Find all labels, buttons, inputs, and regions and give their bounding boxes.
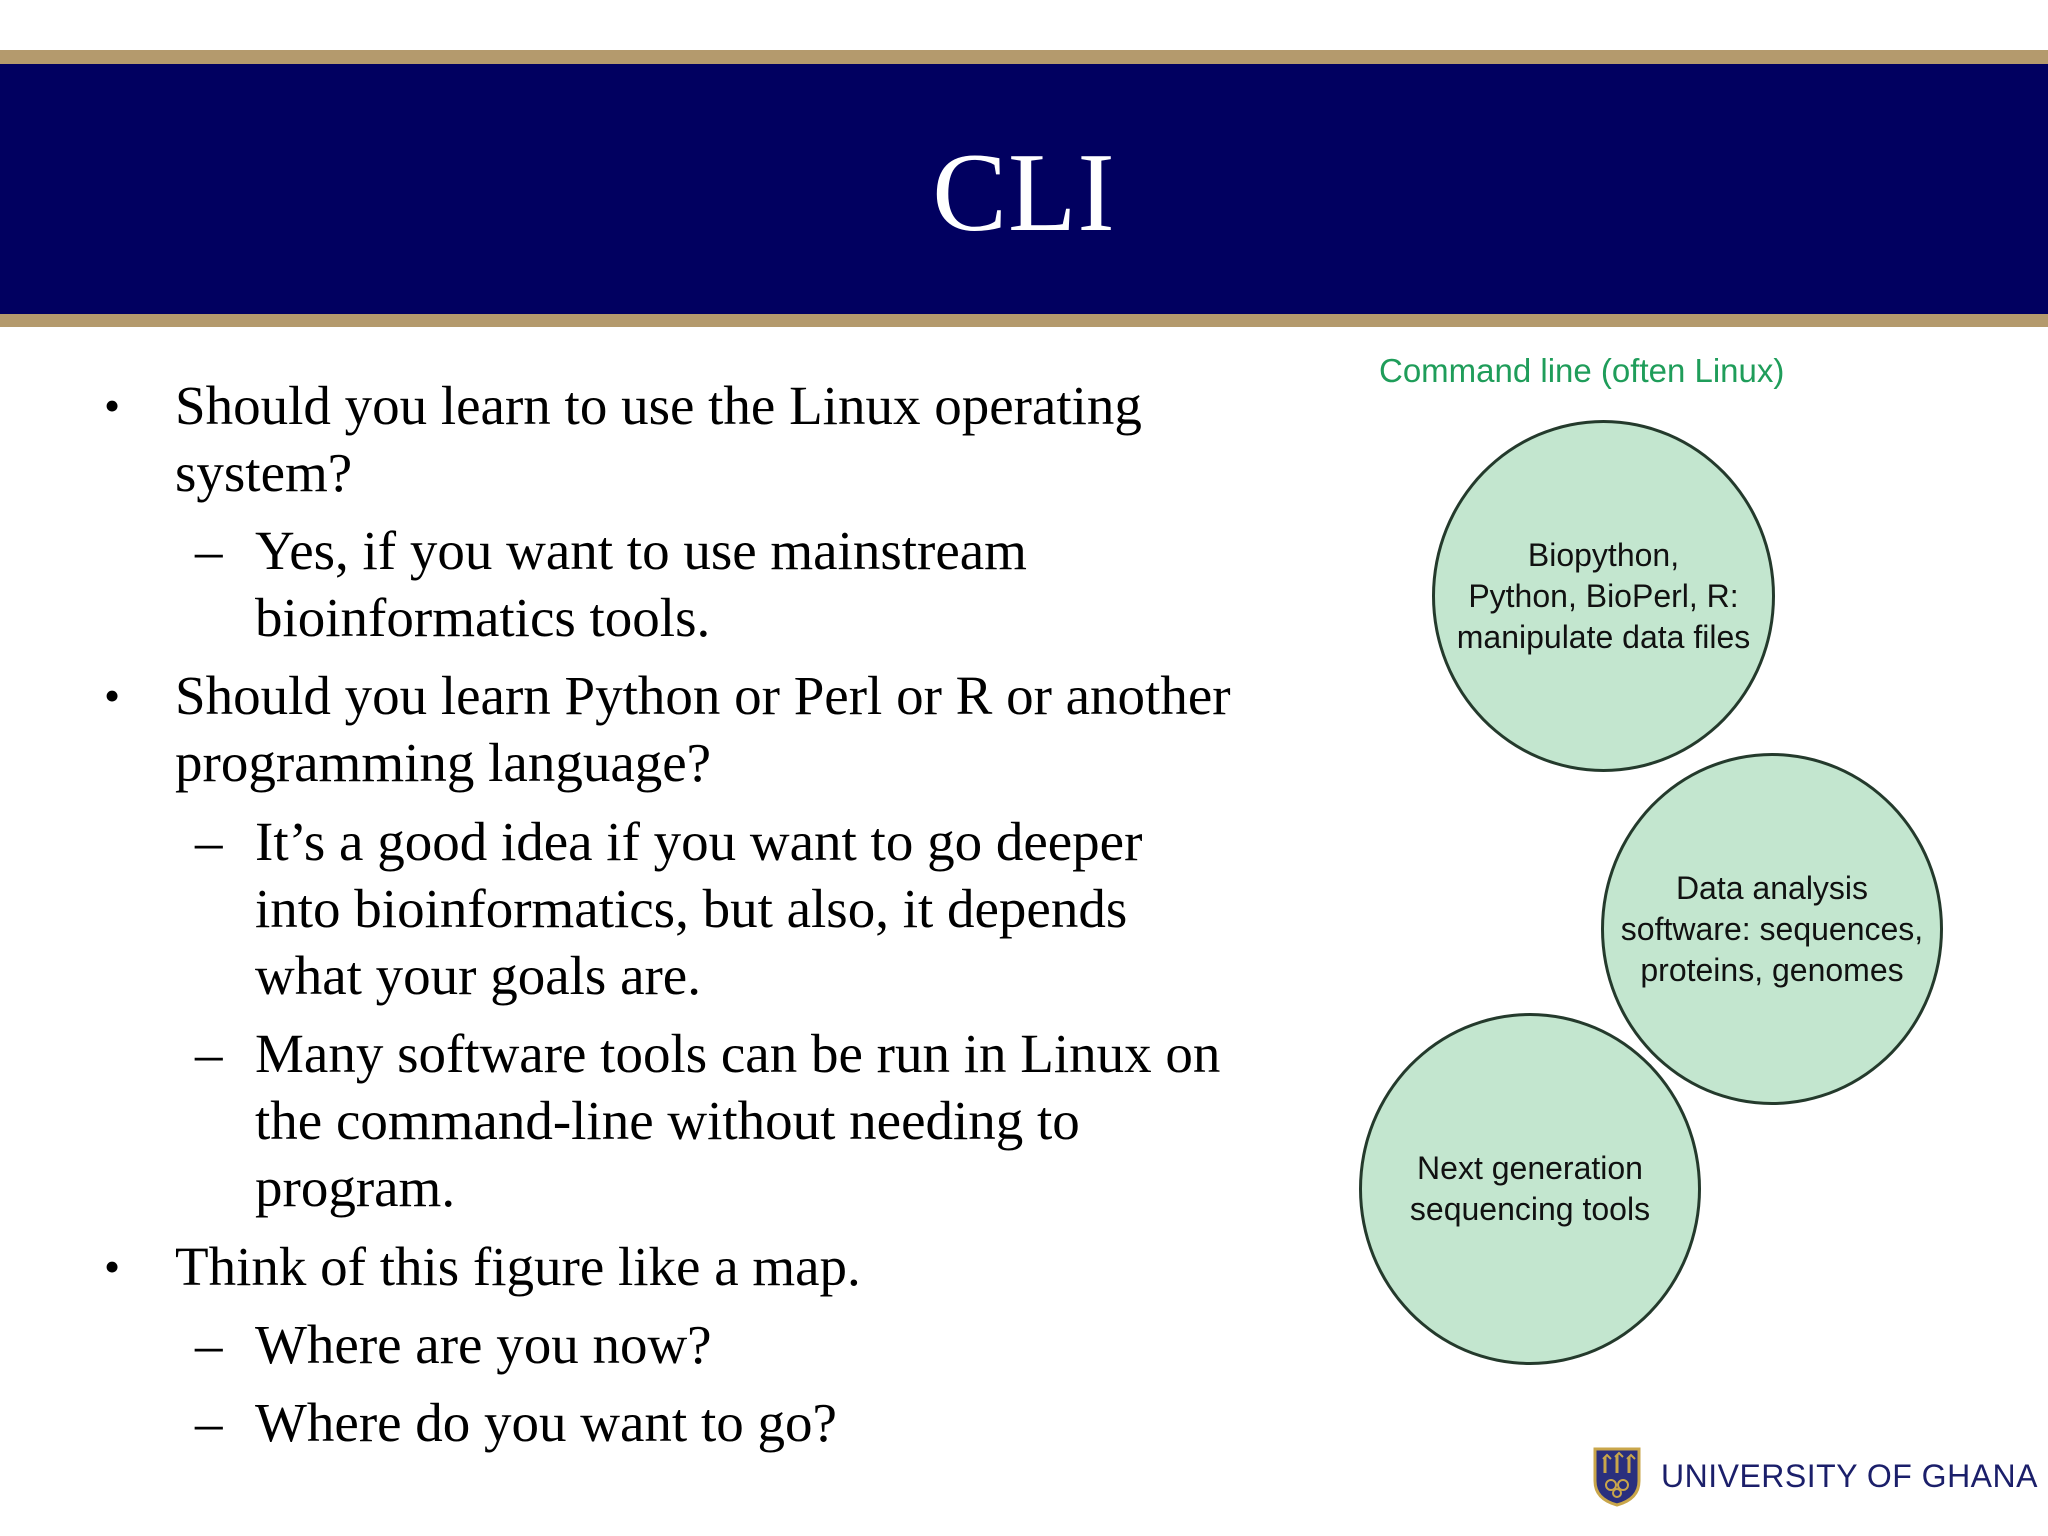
bullet-marker: • — [104, 380, 121, 431]
circle-ngs-tools: Next generation sequencing tools — [1359, 1013, 1701, 1365]
diagram-caption: Command line (often Linux) — [1379, 352, 1785, 389]
dash-marker: – — [195, 811, 223, 872]
bullet-2-line-1: Should you learn Python or Perl or R or … — [175, 665, 1231, 726]
sub-bullet-1-1-line-2: bioinformatics tools. — [255, 587, 711, 648]
circle-ngs-tools-label: Next generation sequencing tools — [1409, 1150, 1651, 1227]
title-bar: CLI — [0, 64, 2048, 314]
sub-bullet-1-1-line-1: Yes, if you want to use mainstream — [255, 520, 1027, 581]
dash-marker: – — [195, 1392, 223, 1453]
bullet-3-line-1: Think of this figure like a map. — [175, 1236, 861, 1297]
dash-marker: – — [195, 1314, 223, 1375]
slide-title: CLI — [932, 131, 1116, 255]
sub-bullet-2-2-line-2: the command-line without needing to — [255, 1090, 1080, 1151]
circle-scripting: Biopython, Python, BioPerl, R: manipulat… — [1432, 420, 1775, 772]
sub-bullet-2-1-line-2: into bioinformatics, but also, it depend… — [255, 878, 1128, 939]
circle-scripting-label: Biopython, Python, BioPerl, R: manipulat… — [1456, 536, 1751, 655]
sub-bullet-2-2-line-1: Many software tools can be run in Linux … — [255, 1023, 1221, 1084]
sub-bullet-3-2-line-1: Where do you want to go? — [255, 1392, 837, 1453]
bullet-1-line-2: system? — [175, 442, 353, 503]
dash-marker: – — [195, 520, 223, 581]
bottom-accent-rule — [0, 314, 2048, 327]
sub-bullet-2-2-line-3: program. — [255, 1157, 456, 1218]
circle-data-analysis-label: Data analysis software: sequences, prote… — [1620, 869, 1924, 988]
bullet-marker: • — [104, 670, 121, 721]
bullet-marker: • — [104, 1241, 121, 1292]
circle-data-analysis: Data analysis software: sequences, prote… — [1601, 753, 1943, 1105]
bullet-list: • Should you learn to use the Linux oper… — [104, 375, 1231, 1453]
sub-bullet-3-1-line-1: Where are you now? — [255, 1314, 712, 1375]
bullet-2-line-2: programming language? — [175, 732, 712, 793]
sub-bullet-2-1-line-1: It’s a good idea if you want to go deepe… — [255, 811, 1143, 872]
university-logo: UNIVERSITY OF GHANA — [1591, 1445, 2038, 1507]
bullet-1-line-1: Should you learn to use the Linux operat… — [175, 375, 1142, 436]
university-name: UNIVERSITY OF GHANA — [1661, 1457, 2038, 1494]
top-accent-rule — [0, 50, 2048, 64]
dash-marker: – — [195, 1023, 223, 1084]
sub-bullet-2-1-line-3: what your goals are. — [255, 945, 701, 1006]
university-crest-icon — [1593, 1447, 1641, 1507]
